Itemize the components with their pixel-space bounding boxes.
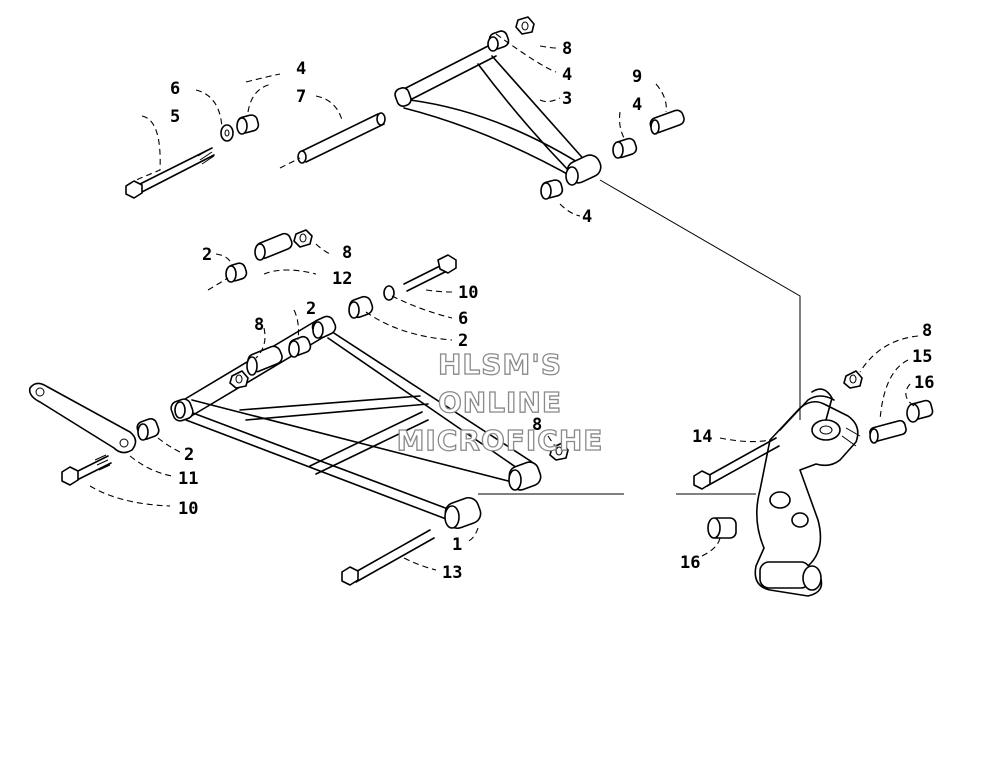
lower-a-arm xyxy=(170,315,542,530)
watermark: HLSM'S ONLINE MICROFICHE xyxy=(396,347,604,457)
callout-4-right: 4 xyxy=(632,95,642,115)
callout-16-lower: 16 xyxy=(680,553,700,573)
bolt-5 xyxy=(125,147,215,199)
callout-9: 9 xyxy=(632,67,642,87)
callout-4-left: 4 xyxy=(296,59,306,79)
callout-8-arm: 8 xyxy=(532,415,542,435)
watermark-line-3: MICROFICHE xyxy=(397,424,604,457)
nut-8-right xyxy=(843,370,863,389)
callout-3: 3 xyxy=(562,89,572,109)
callout-12: 12 xyxy=(332,269,352,289)
callout-2-left: 2 xyxy=(184,445,194,465)
sleeve-7 xyxy=(279,112,386,169)
callout-8-mid: 8 xyxy=(342,243,352,263)
callout-13: 13 xyxy=(442,563,462,583)
callout-2-mid: 2 xyxy=(306,299,316,319)
bolt-13 xyxy=(341,529,435,586)
upper-a-arm xyxy=(394,30,602,186)
washer-upper xyxy=(220,124,234,142)
watermark-line-2: ONLINE xyxy=(438,386,562,419)
callout-labels: 8 4 3 9 4 4 4 7 6 5 2 8 12 8 2 10 6 2 8 … xyxy=(170,39,934,583)
assembly-lines xyxy=(478,179,801,495)
lower-stack-upper xyxy=(207,229,313,291)
callout-1: 1 xyxy=(452,535,462,555)
callout-5: 5 xyxy=(170,107,180,127)
callout-10-upper: 10 xyxy=(458,283,478,303)
callout-10-left: 10 xyxy=(178,499,198,519)
callout-6-lower: 6 xyxy=(458,309,468,329)
callout-2-upper: 2 xyxy=(202,245,212,265)
callout-4-top: 4 xyxy=(562,65,572,85)
callout-8-left: 8 xyxy=(254,315,264,335)
upper-bushings xyxy=(236,114,638,200)
callout-8-right: 8 xyxy=(922,321,932,341)
spindle-assembly xyxy=(754,388,861,597)
top-nut xyxy=(515,16,535,35)
leader-lines xyxy=(89,33,919,571)
callout-11: 11 xyxy=(178,469,198,489)
pin-9 xyxy=(649,109,685,135)
bolt-14 xyxy=(693,437,780,490)
callout-2-right: 2 xyxy=(458,331,468,351)
callout-16-right: 16 xyxy=(914,373,934,393)
bolt-10-upper xyxy=(403,254,457,292)
bushing-2-left xyxy=(136,418,160,441)
callout-6-upper: 6 xyxy=(170,79,180,99)
callout-8-top: 8 xyxy=(562,39,572,59)
callout-7: 7 xyxy=(296,87,306,107)
nut-8-arm xyxy=(549,442,569,461)
pin-15 xyxy=(869,419,907,444)
watermark-line-1: HLSM'S xyxy=(438,348,562,381)
bushing-16-right xyxy=(906,399,934,423)
callout-14: 14 xyxy=(692,427,712,447)
bushing-16-lower xyxy=(707,517,737,539)
callout-15: 15 xyxy=(912,347,932,367)
callout-4-lower: 4 xyxy=(582,207,592,227)
bolt-10-left xyxy=(61,454,112,486)
link-arm-11 xyxy=(28,382,137,454)
